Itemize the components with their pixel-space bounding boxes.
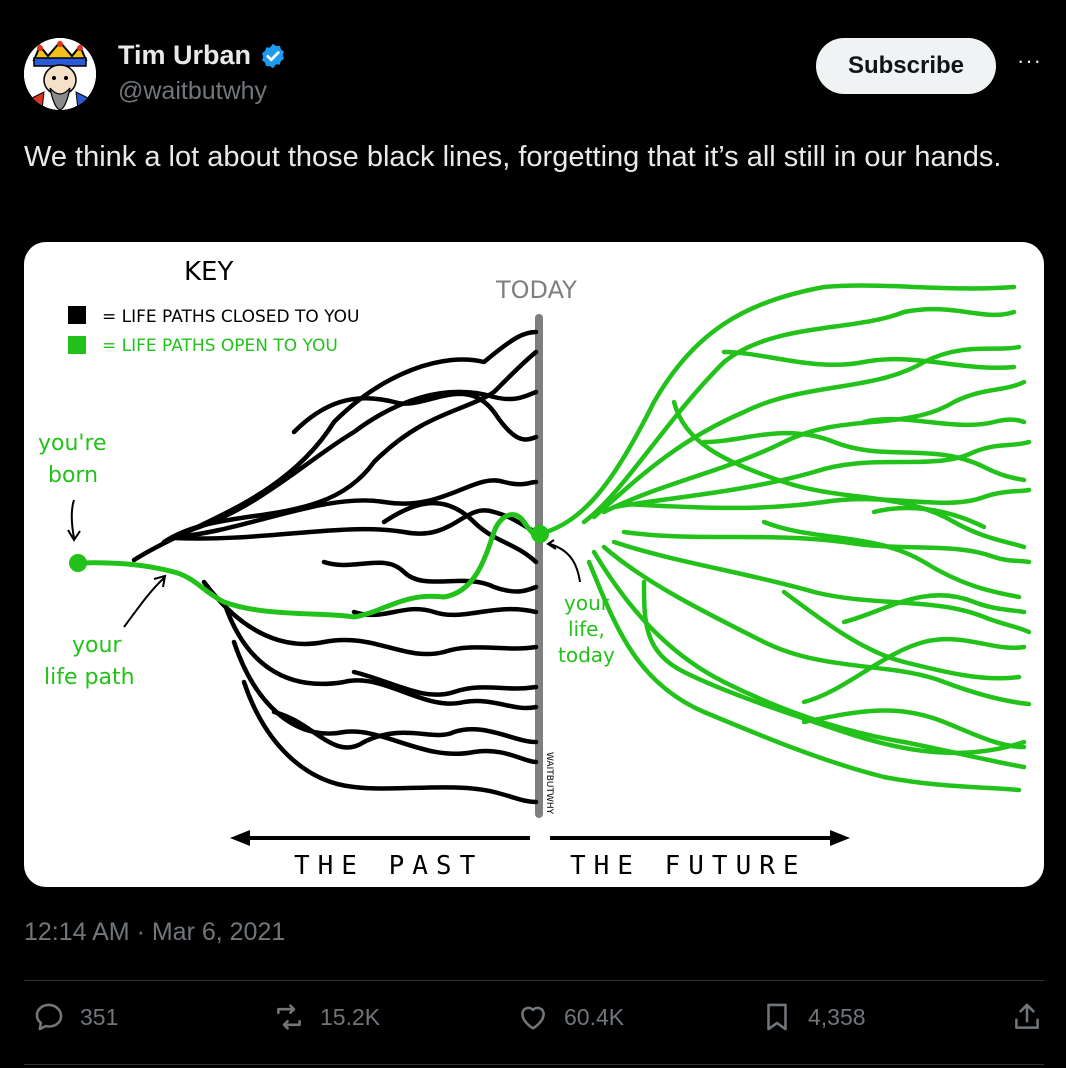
today-life-label-line1: your [564, 591, 610, 615]
share-button[interactable] [1010, 1000, 1044, 1034]
reply-count: 351 [80, 1003, 119, 1030]
life-path-label-line2: life path [44, 665, 135, 690]
author-display-name[interactable]: Tim Urban [118, 40, 252, 70]
born-label-line1: you're [38, 431, 107, 456]
verified-badge-icon [262, 43, 284, 68]
more-options-icon[interactable]: ··· [1017, 48, 1042, 73]
today-label: TODAY [495, 276, 577, 304]
today-point [531, 525, 549, 543]
divider-top [24, 980, 1044, 981]
past-arrowhead-icon [230, 830, 250, 846]
tweet-header: Tim Urban @waitbutwhy Subscribe ··· [24, 36, 1042, 110]
tweet-image[interactable]: KEY = LIFE PATHS CLOSED TO YOU = LIFE PA… [24, 242, 1044, 887]
tweet-text: We think a lot about those black lines, … [24, 141, 1002, 173]
born-label-line2: born [48, 463, 98, 488]
future-arrowhead-icon [830, 830, 850, 846]
reply-button[interactable]: 351 [32, 1000, 118, 1034]
author-name-row[interactable]: Tim Urban [118, 40, 287, 71]
past-label: THE PAST [294, 851, 483, 881]
today-life-arrow-icon [546, 539, 581, 583]
reply-icon [35, 1003, 63, 1031]
today-life-label-line3: today [558, 643, 615, 667]
life-path-arrow-icon [123, 574, 167, 628]
open-paths [537, 283, 1032, 793]
birth-point [69, 554, 87, 572]
share-icon [1015, 1003, 1039, 1029]
key-closed-label: = LIFE PATHS CLOSED TO YOU [102, 307, 359, 327]
life-path-label-line1: your [72, 633, 122, 658]
tweet-timestamp[interactable]: 12:14 AM · Mar 6, 2021 [24, 918, 286, 946]
repost-icon [277, 1004, 301, 1030]
bookmark-button[interactable]: 4,358 [760, 1000, 866, 1034]
author-handle[interactable]: @waitbutwhy [118, 77, 268, 105]
life-paths-illustration: KEY = LIFE PATHS CLOSED TO YOU = LIFE PA… [38, 257, 1032, 881]
king-card-avatar-icon [24, 38, 96, 110]
like-icon [521, 1006, 545, 1030]
closed-paths [131, 329, 539, 805]
watermark: WAITBUTWHY [544, 752, 554, 815]
like-count: 60.4K [564, 1003, 625, 1030]
repost-count: 15.2K [320, 1003, 381, 1030]
author-block: Tim Urban @waitbutwhy [118, 40, 287, 106]
future-label: THE FUTURE [570, 851, 807, 881]
key-title: KEY [184, 257, 233, 287]
today-life-label-line2: life, [568, 617, 605, 641]
subscribe-button[interactable]: Subscribe [816, 38, 996, 94]
key-closed-swatch [68, 306, 86, 324]
bookmark-count: 4,358 [808, 1003, 866, 1030]
your-life-path [75, 512, 543, 620]
divider-bottom [24, 1064, 1044, 1065]
key-open-swatch [68, 336, 86, 354]
like-button[interactable]: 60.4K [516, 1000, 624, 1034]
born-arrow-icon [67, 499, 81, 542]
action-bar: 351 15.2K 60.4K 4,358 [24, 1000, 1044, 1050]
avatar[interactable] [24, 38, 96, 110]
bookmark-icon [767, 1003, 787, 1031]
repost-button[interactable]: 15.2K [272, 1000, 380, 1034]
key-open-label: = LIFE PATHS OPEN TO YOU [102, 336, 338, 356]
